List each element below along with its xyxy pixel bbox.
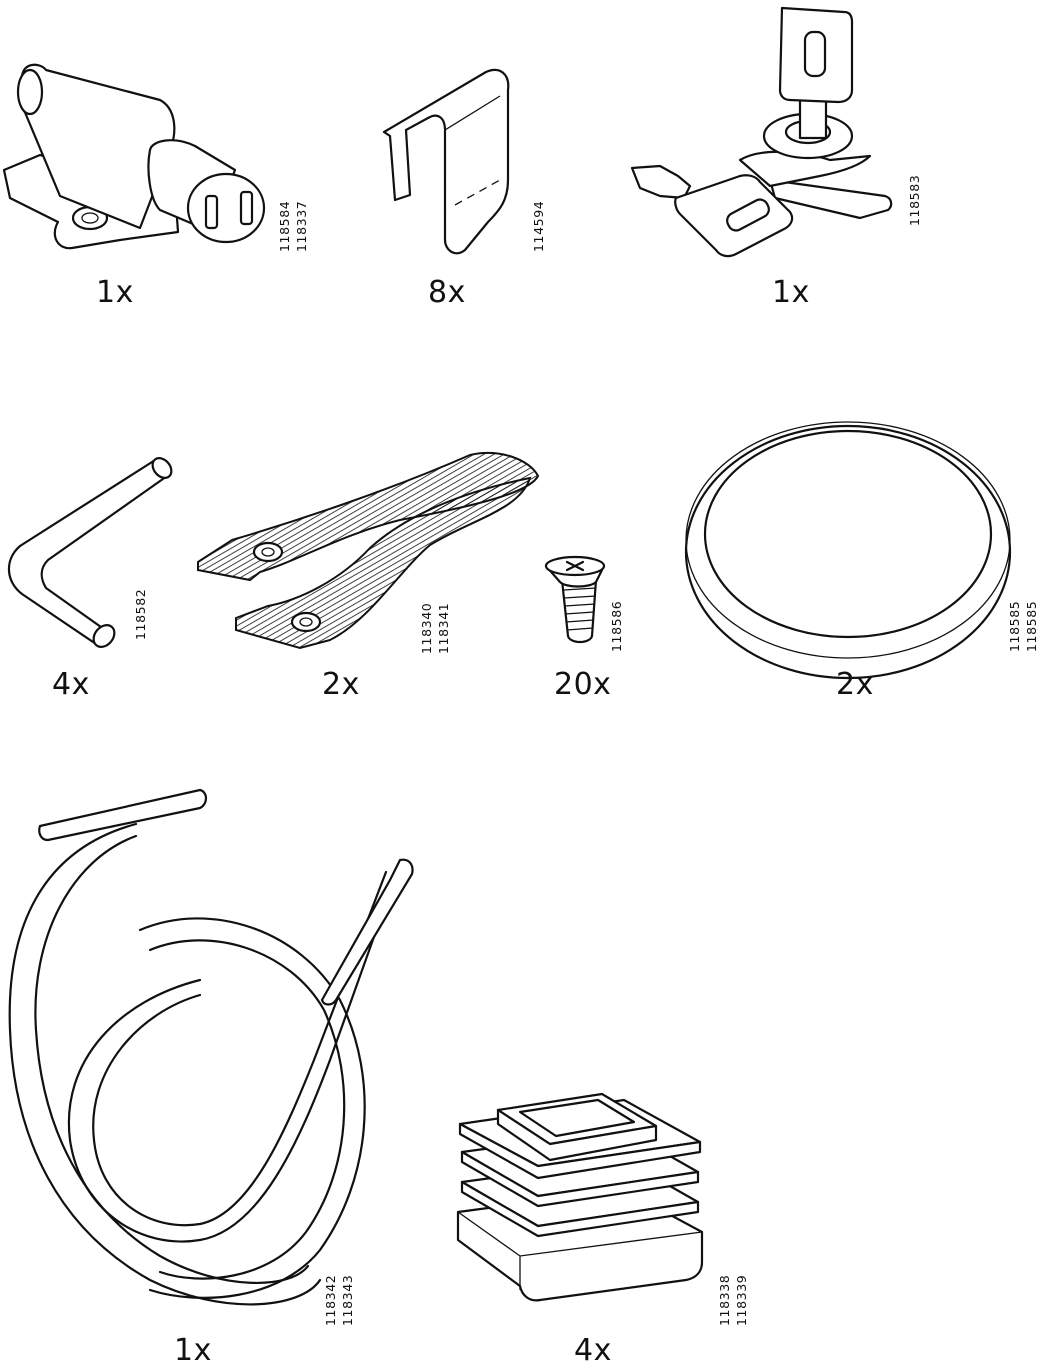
ring-quantity: 2x [836,667,874,702]
latch-quantity: 1x [96,275,134,310]
article-number: 118339 [734,1274,749,1326]
feet-article-numbers: 118338 118339 [716,1275,750,1326]
article-number: 118338 [717,1274,732,1326]
strap-quantity: 2x [322,667,360,702]
feet-quantity: 4x [574,1333,612,1368]
screw-quantity: 20x [554,667,612,702]
coiled-cable-quantity: 1x [174,1333,212,1368]
lock-quantity: 1x [772,275,810,310]
allen-key-quantity: 4x [52,667,90,702]
clip-quantity: 8x [428,275,466,310]
